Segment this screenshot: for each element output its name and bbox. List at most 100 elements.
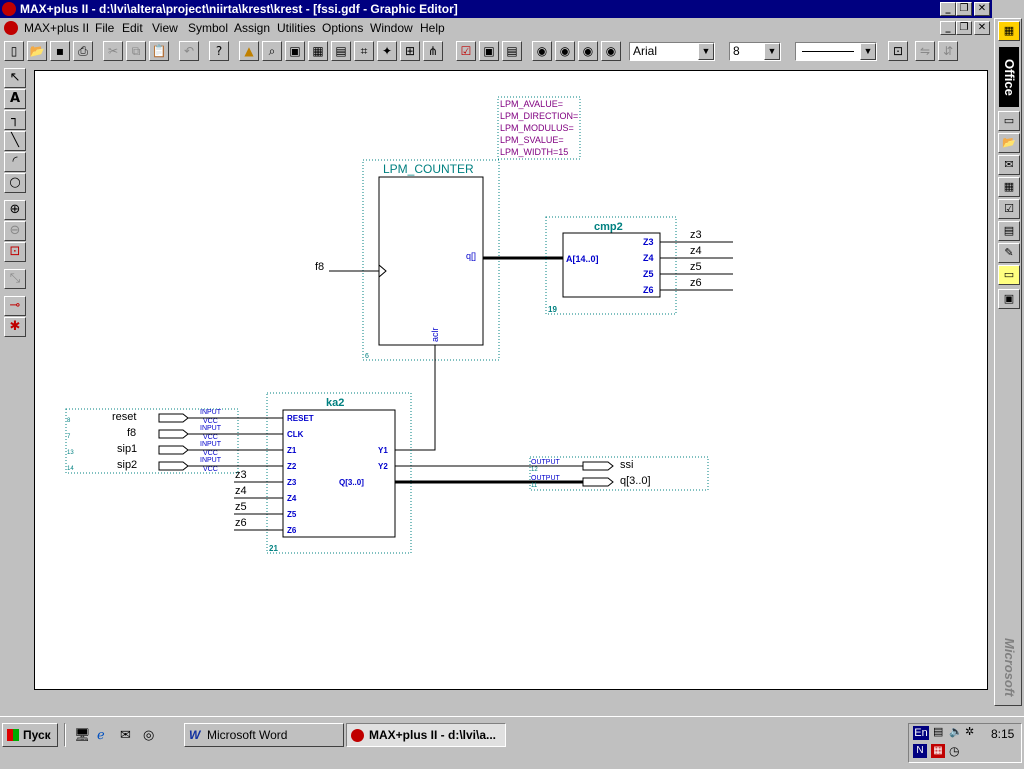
input-pins-selection-box[interactable]: [65, 408, 239, 474]
task-microsoft-word[interactable]: W Microsoft Word: [184, 723, 344, 747]
ka2-block[interactable]: [282, 409, 396, 538]
appointment-icon[interactable]: ▦: [998, 177, 1020, 197]
flip-vertical-icon[interactable]: ⇵: [938, 41, 958, 61]
diagonal-line-tool-icon[interactable]: ╲: [4, 131, 26, 151]
output-pins-selection-box[interactable]: [529, 456, 709, 491]
input-pin-sip2[interactable]: 14 sip2 INPUT VCC: [67, 457, 283, 473]
input-pin-reset[interactable]: 8 reset INPUT VCC: [67, 409, 283, 425]
outlook-express-icon[interactable]: ✉: [120, 727, 131, 742]
disconnect-tool-icon[interactable]: ✱: [4, 317, 26, 337]
arc-tool-icon[interactable]: ◜: [4, 152, 26, 172]
context-help-icon[interactable]: ?: [209, 41, 229, 61]
menu-maxplus[interactable]: MAX+plus II: [24, 21, 90, 35]
doc-close-button[interactable]: ✕: [974, 21, 990, 35]
input-pin-f8[interactable]: 7 f8 INPUT VCC: [67, 425, 283, 441]
menu-assign[interactable]: Assign: [234, 21, 271, 35]
rubberbanding-icon[interactable]: ⤡: [4, 269, 26, 289]
save-icon[interactable]: ▪: [50, 41, 70, 61]
chevron-down-icon[interactable]: ▼: [698, 43, 714, 60]
menu-symbol[interactable]: Symbol: [188, 21, 229, 35]
font-name-select[interactable]: Arial ▼: [629, 42, 715, 61]
new-file-icon[interactable]: ▯: [4, 41, 24, 61]
volume-icon[interactable]: 🔈: [949, 726, 963, 738]
undo-icon[interactable]: ↶: [179, 41, 199, 61]
start-button[interactable]: Пуск: [2, 723, 58, 747]
menu-utilities[interactable]: Utilities: [277, 21, 316, 35]
circle-tool-icon[interactable]: ○: [4, 173, 26, 193]
input-pin-symbol[interactable]: [158, 445, 189, 455]
compiler-icon[interactable]: ☑: [456, 41, 476, 61]
pin-assign-icon[interactable]: ⊞: [400, 41, 420, 61]
contact-icon[interactable]: ▤: [998, 221, 1020, 241]
font-size-select[interactable]: 8 ▼: [729, 42, 781, 61]
print-icon[interactable]: ⎙: [73, 41, 93, 61]
timing-icon[interactable]: ⌗: [354, 41, 374, 61]
menu-view[interactable]: View: [152, 21, 178, 35]
simulate-icon[interactable]: ▤: [331, 41, 351, 61]
cmp2-selection-box[interactable]: [545, 216, 677, 315]
menu-app-icon[interactable]: [4, 21, 18, 35]
app-icon[interactable]: [2, 2, 16, 16]
eye-icon[interactable]: ◉: [532, 41, 552, 61]
connect-tool-icon[interactable]: ⊸: [4, 296, 26, 316]
output-pin-ssi[interactable]: OUTPUT 12 ssi: [531, 459, 633, 473]
calculator-icon[interactable]: ▣: [998, 289, 1020, 309]
menu-edit[interactable]: Edit: [122, 21, 143, 35]
input-pin-symbol[interactable]: [158, 429, 189, 439]
schematic-canvas[interactable]: LPM_AVALUE= LPM_DIRECTION= LPM_MODULUS= …: [34, 70, 988, 690]
new-document-icon[interactable]: ▭: [998, 111, 1020, 131]
input-pin-symbol[interactable]: [158, 413, 189, 423]
tray-icon[interactable]: ▤: [933, 726, 944, 738]
timer-icon[interactable]: ◷: [949, 744, 960, 758]
task-icon[interactable]: ☑: [998, 199, 1020, 219]
eye-color-icon[interactable]: ◉: [601, 41, 621, 61]
simulator-icon[interactable]: ▣: [479, 41, 499, 61]
chevron-down-icon[interactable]: ▼: [764, 43, 780, 60]
note-icon[interactable]: ▭: [998, 265, 1020, 285]
compile-icon[interactable]: ▣: [285, 41, 305, 61]
minimize-button[interactable]: _: [940, 2, 956, 16]
bug-icon[interactable]: ✲: [965, 726, 975, 738]
programmer-icon[interactable]: ▤: [502, 41, 522, 61]
lpm-counter-block[interactable]: [378, 176, 484, 346]
doc-minimize-button[interactable]: _: [940, 21, 956, 35]
output-pin-q[interactable]: OUTPUT 11 q[3..0]: [531, 475, 651, 489]
channels-icon[interactable]: ◎: [143, 727, 155, 742]
cmp2-block[interactable]: [562, 232, 661, 298]
zoom-in-icon[interactable]: ⊕: [4, 200, 26, 220]
close-button[interactable]: ✕: [974, 2, 990, 16]
open-document-icon[interactable]: 📂: [998, 133, 1020, 153]
internet-explorer-icon[interactable]: ℯ: [97, 727, 105, 742]
fit-in-window-icon[interactable]: ⊡: [4, 242, 26, 262]
text-tool-icon[interactable]: A: [4, 89, 26, 109]
hierarchy-tree-icon[interactable]: ⋔: [423, 41, 443, 61]
menu-options[interactable]: Options: [322, 21, 364, 35]
eye-ab-icon[interactable]: ◉: [555, 41, 575, 61]
line-style-select[interactable]: ▼: [795, 42, 877, 61]
menu-window[interactable]: Window: [370, 21, 413, 35]
hierarchy-display-icon[interactable]: ✦: [377, 41, 397, 61]
office-logo-icon[interactable]: ▦: [998, 21, 1020, 41]
menu-file[interactable]: File: [95, 21, 115, 35]
journal-icon[interactable]: ✎: [998, 243, 1020, 263]
send-message-icon[interactable]: ✉: [998, 155, 1020, 175]
input-pin-sip1[interactable]: 13 sip1 INPUT VCC: [67, 441, 283, 457]
maximize-button[interactable]: ❐: [956, 2, 972, 16]
output-pin-symbol[interactable]: [582, 461, 614, 471]
output-pin-symbol[interactable]: [582, 477, 614, 487]
schematic-drawing[interactable]: LPM_AVALUE= LPM_DIRECTION= LPM_MODULUS= …: [35, 71, 987, 689]
doc-restore-button[interactable]: ❐: [956, 21, 972, 35]
paste-icon[interactable]: 📋: [149, 41, 169, 61]
flip-horizontal-icon[interactable]: ⇋: [915, 41, 935, 61]
menu-help[interactable]: Help: [420, 21, 445, 35]
scheduler-icon[interactable]: ▦: [931, 744, 945, 758]
title-bar[interactable]: MAX+plus II - d:\lvi\altera\project\niir…: [0, 0, 992, 18]
find-icon[interactable]: ⌕: [262, 41, 282, 61]
open-folder-icon[interactable]: 📂: [27, 41, 47, 61]
copy-icon[interactable]: ⧉: [126, 41, 146, 61]
input-pin-symbol[interactable]: [158, 461, 189, 471]
zoom-out-icon[interactable]: ⊖: [4, 221, 26, 241]
eye-arrow-icon[interactable]: ◉: [578, 41, 598, 61]
task-maxplus[interactable]: MAX+plus II - d:\lvi\a...: [346, 723, 506, 747]
fit-window-icon[interactable]: ⊡: [888, 41, 908, 61]
